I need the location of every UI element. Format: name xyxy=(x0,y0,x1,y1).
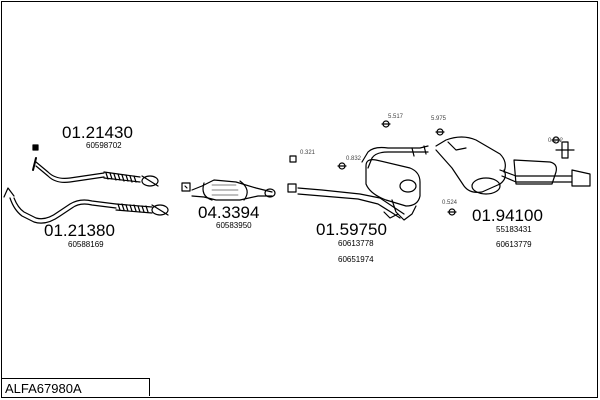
fitting-label-4: 5.975 xyxy=(431,116,447,122)
fitting-label-6: 0.162 xyxy=(548,138,564,144)
front-pipe-upper xyxy=(32,144,159,187)
oe-code-middle-silencer-1: 60613778 xyxy=(338,239,374,248)
fitting-label-2: 0.832 xyxy=(346,156,362,162)
oe-code-catalyst: 60583950 xyxy=(216,221,252,230)
oe-code-middle-silencer-2: 60651974 xyxy=(338,255,374,264)
fittings xyxy=(289,120,561,216)
part-code-pipe-upper: 01.21430 xyxy=(62,123,133,142)
oe-code-rear-silencer-2: 60613779 xyxy=(496,240,532,249)
reference-box xyxy=(2,378,150,396)
fitting-label-3: 5.517 xyxy=(388,114,404,120)
oe-code-pipe-lower: 60588169 xyxy=(68,240,104,249)
reference-code: ALFA67980A xyxy=(5,381,82,396)
fitting-label-1: 0.321 xyxy=(300,150,316,156)
fitting-label-5: 0.524 xyxy=(442,200,458,206)
oe-code-rear-silencer-1: 55183431 xyxy=(496,225,532,234)
part-code-pipe-lower: 01.21380 xyxy=(44,221,115,240)
middle-silencer xyxy=(287,145,429,221)
part-code-middle-silencer: 01.59750 xyxy=(316,220,387,239)
rear-silencer xyxy=(435,136,591,195)
part-code-rear-silencer: 01.94100 xyxy=(472,206,543,225)
front-pipe-lower xyxy=(3,187,169,224)
part-code-catalyst: 04.3394 xyxy=(198,203,260,222)
oe-code-pipe-upper: 60598702 xyxy=(86,141,122,150)
catalytic-converter xyxy=(181,179,276,201)
